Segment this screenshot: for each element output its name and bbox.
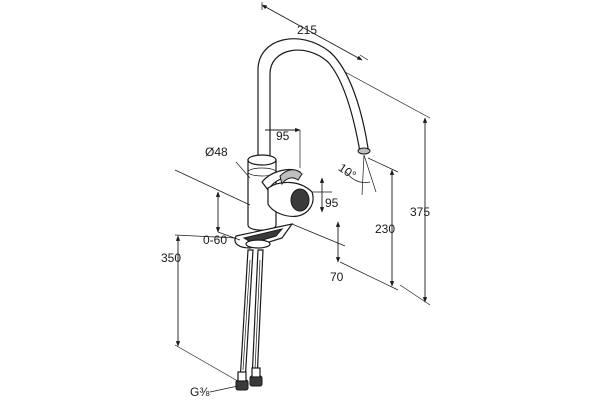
dim-connection-thread: G⅜ [190, 385, 210, 399]
supply-hoses [239, 249, 264, 383]
dim-deck-thickness: 0-60 [203, 233, 227, 247]
dimension-lines [174, 2, 431, 393]
dim-outlet-height: 230 [375, 222, 395, 236]
spout [257, 38, 369, 159]
dim-mount-offset: 70 [330, 270, 344, 284]
spout-outlet [357, 147, 371, 155]
dim-spout-reach: 215 [297, 23, 317, 37]
faucet-illustration [234, 38, 371, 391]
body-top-ring [247, 154, 277, 166]
dim-body-diameter: Ø48 [205, 145, 228, 159]
handle-cap [290, 188, 310, 212]
dim-handle-width: 95 [276, 129, 290, 143]
dim-handle-depth: 95 [325, 196, 339, 210]
hose-connectors [235, 367, 263, 391]
dim-total-height: 375 [410, 205, 430, 219]
dim-spray-angle: 10° [336, 161, 359, 183]
dim-hose-length: 350 [161, 251, 181, 265]
dimension-labels: 215 95 Ø48 95 0-60 350 230 375 70 10° G⅜ [161, 23, 430, 399]
mounting-nut [245, 239, 271, 249]
